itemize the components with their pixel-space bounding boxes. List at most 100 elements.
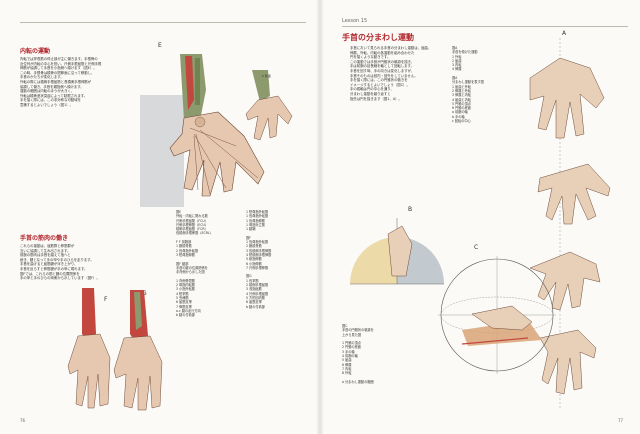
left-page: 内転の運動 内転では掌長筋の停止部が主に働きます。手根骨の近位列が内転の中心を担… [0,0,318,434]
body-line: 手首を曲げると屈筋腱が浮き上がり、 [20,262,78,267]
caption-line: 橈側手根屈筋（FCR） [176,227,208,232]
caption-line: 図F [246,235,252,240]
body-line: この運動では手首が円錐状の軌跡を描き、 [350,59,415,64]
caption-line: 4 屈曲と内転 [452,97,471,102]
caption-line: 4 尺側手根屈筋 [246,291,269,296]
caption-line: 1 母指対立筋 [246,222,265,227]
caption-line: 4 伸展 [452,67,462,72]
caption-line: 2 伸展と外転 [452,88,471,93]
caption-line: 2 母指内転筋 [176,283,195,288]
caption-line: 分まわし運動を表す図 [452,80,484,85]
caption-line: 3 長橈側手根伸筋 [246,248,272,253]
caption-line: a.c 腱の走行方向 [176,308,201,313]
body-line: 手の縦軸は円の中心を通り、 [350,87,394,92]
body-line: 手首のかたちが変化します。 [20,75,64,80]
caption-line: 4 短橈側手根伸筋 [246,252,272,257]
page-number: 77 [618,418,624,423]
page-number: 76 [20,418,26,423]
figure-label-a: A [562,30,567,37]
body-text: これらの運動は、屈筋群と伸筋群が互いに協調して生み出されます。前腕の筋肉は手首を… [20,244,140,281]
caption-line: 1 長掌筋 [246,278,259,283]
body-line: 内転では掌長筋の停止部が主に働きます。手根骨の [20,57,98,61]
body-line: これらの運動は、屈筋群と伸筋群が [20,244,75,248]
caption-line: 手首の円錐状の軌跡を [342,328,374,333]
caption-line: 1 長母指伸筋 [246,218,265,223]
caption-line: 5 屈曲 [342,358,352,363]
caption-line: 7 伸筋支帯 [176,304,192,309]
caption-line: b 腱の付着部 [246,304,265,309]
caption-line: 7 内転 [342,366,352,371]
figure-label-e: E [158,42,162,49]
body-line: この時、手根骨は橈骨の関節面に沿って移動し、 [20,70,95,75]
caption-line: 8 外転 [342,371,352,376]
figure-label-b: B [408,206,413,213]
caption-line: 1 背側骨間筋 [176,278,195,283]
caption-line: 4 前腕の軸 [342,354,358,359]
caption-line: 1 短母指外転筋 [246,210,269,214]
top-rule [342,26,628,27]
body-line: 手の甲と手のひらの両側から示しています（図F）。 [20,276,100,281]
body-line: 分まわし運動を繰り返すと [350,91,391,96]
caption-line: 1 屈曲と外転 [452,84,471,89]
caption-line: 図F 鍵部 [176,261,189,266]
caption-line: 6 屈筋支帯 [246,300,262,305]
caption-line: b 手の軸 [452,114,465,119]
caption-line: 1 長母指外転筋 [246,214,269,219]
caption-line: 5 総指伸筋 [246,257,262,262]
caption-line: 尺側手根伸筋（ECU） [176,222,209,227]
caption-line: 2 屈曲 [452,58,462,63]
body-line: 手首そのものは回内・回外をしていません。 [350,73,418,78]
circumduction-cone-diagram-c [438,256,556,374]
caption-line: 7 尺側手根伸筋 [246,265,269,270]
caption-line: 3 内転 [452,63,462,68]
right-page: Lesson 15 手首の分まわし運動 手首において見られる手首の分まわし運動は… [322,0,640,434]
body-line: 円を描くような動きです。 [350,55,391,60]
body-line: 意識するとよいでしょう（図1）。 [20,102,73,107]
hand-muscle-illustration-e [140,54,265,207]
figure-label-g: G [142,290,147,297]
caption-line: 3 短母指伸筋 [176,252,195,257]
lesson-label: Lesson 15 [342,18,368,24]
figure-callout: E 断面 [262,74,271,78]
caption-line: 手首の腱の位置関係を [176,265,208,270]
body-line: 手を描く際には、この円錐状の動きを [350,78,408,83]
caption-line: 6 屈筋支帯 [176,300,192,305]
body-line: 近位列が内転の中心を担い、尺側手根屈筋と尺側手根 [20,61,102,66]
caption-line: 5 円錐の頂点 [452,101,471,106]
body-line: 続き、腱となって手の甲や手のひらを走ります。 [20,257,94,262]
hand-palmar-illustration-g [113,290,163,411]
caption-line: 2 長母指外転筋 [176,248,199,253]
figure-label-c: C [474,244,479,251]
caption-line: 上から見た図 [342,332,362,337]
section-heading: 手首の筋肉の働き [20,235,69,242]
body-line: 運動の範囲は内転のほうが大きく、 [20,89,75,94]
body-line: 指先は円を描きます（図1、A）。 [350,96,402,101]
body-line: 手首を回す時、手の向きは変化しますが、 [350,68,415,73]
body-line: 協調して働き、手首を親指側へ傾けます。 [20,84,84,89]
caption-line: 5 虫様筋 [176,295,189,300]
caption-line: 6 小指伸筋 [246,261,262,266]
figure-label-f: F [104,296,108,303]
caption-line: a 分まわし運動の範囲 [342,379,374,384]
body-line: 外転の際には橈側手根屈筋と長橈側手根伸筋が [20,79,92,84]
caption-line: 1 外転 [452,54,462,59]
caption-line: 1 長母指外転筋 [246,240,269,245]
caption-line: b 腱の付着部 [176,313,195,318]
caption-line: 3 小指外転筋 [176,287,195,292]
body-line: 伸筋が協調して手首を小指側へ傾けます（図E）。 [20,66,97,71]
body-line: 図Fでは、これらの筋と腱の位置関係を [20,271,80,276]
section-heading: 手首の分まわし運動 [342,33,414,42]
gutter [316,0,324,434]
caption-line: 図E [176,210,182,214]
range-of-motion-diagram-b [350,218,444,285]
body-text: 手首において見られる手首の分まわし運動は、屈曲、伸展、外転、内転の各運動を組み合… [350,46,448,101]
body-line: 手首において見られる手首の分まわし運動は、屈曲、 [350,46,432,50]
caption-line: 2 橈側手根屈筋 [246,283,269,288]
body-line: 前腕の筋肉は手首を越えて指へと [20,253,71,258]
section-heading: 内転の運動 [20,48,51,55]
caption-line: 外転・内転に関わる筋 [176,214,208,219]
